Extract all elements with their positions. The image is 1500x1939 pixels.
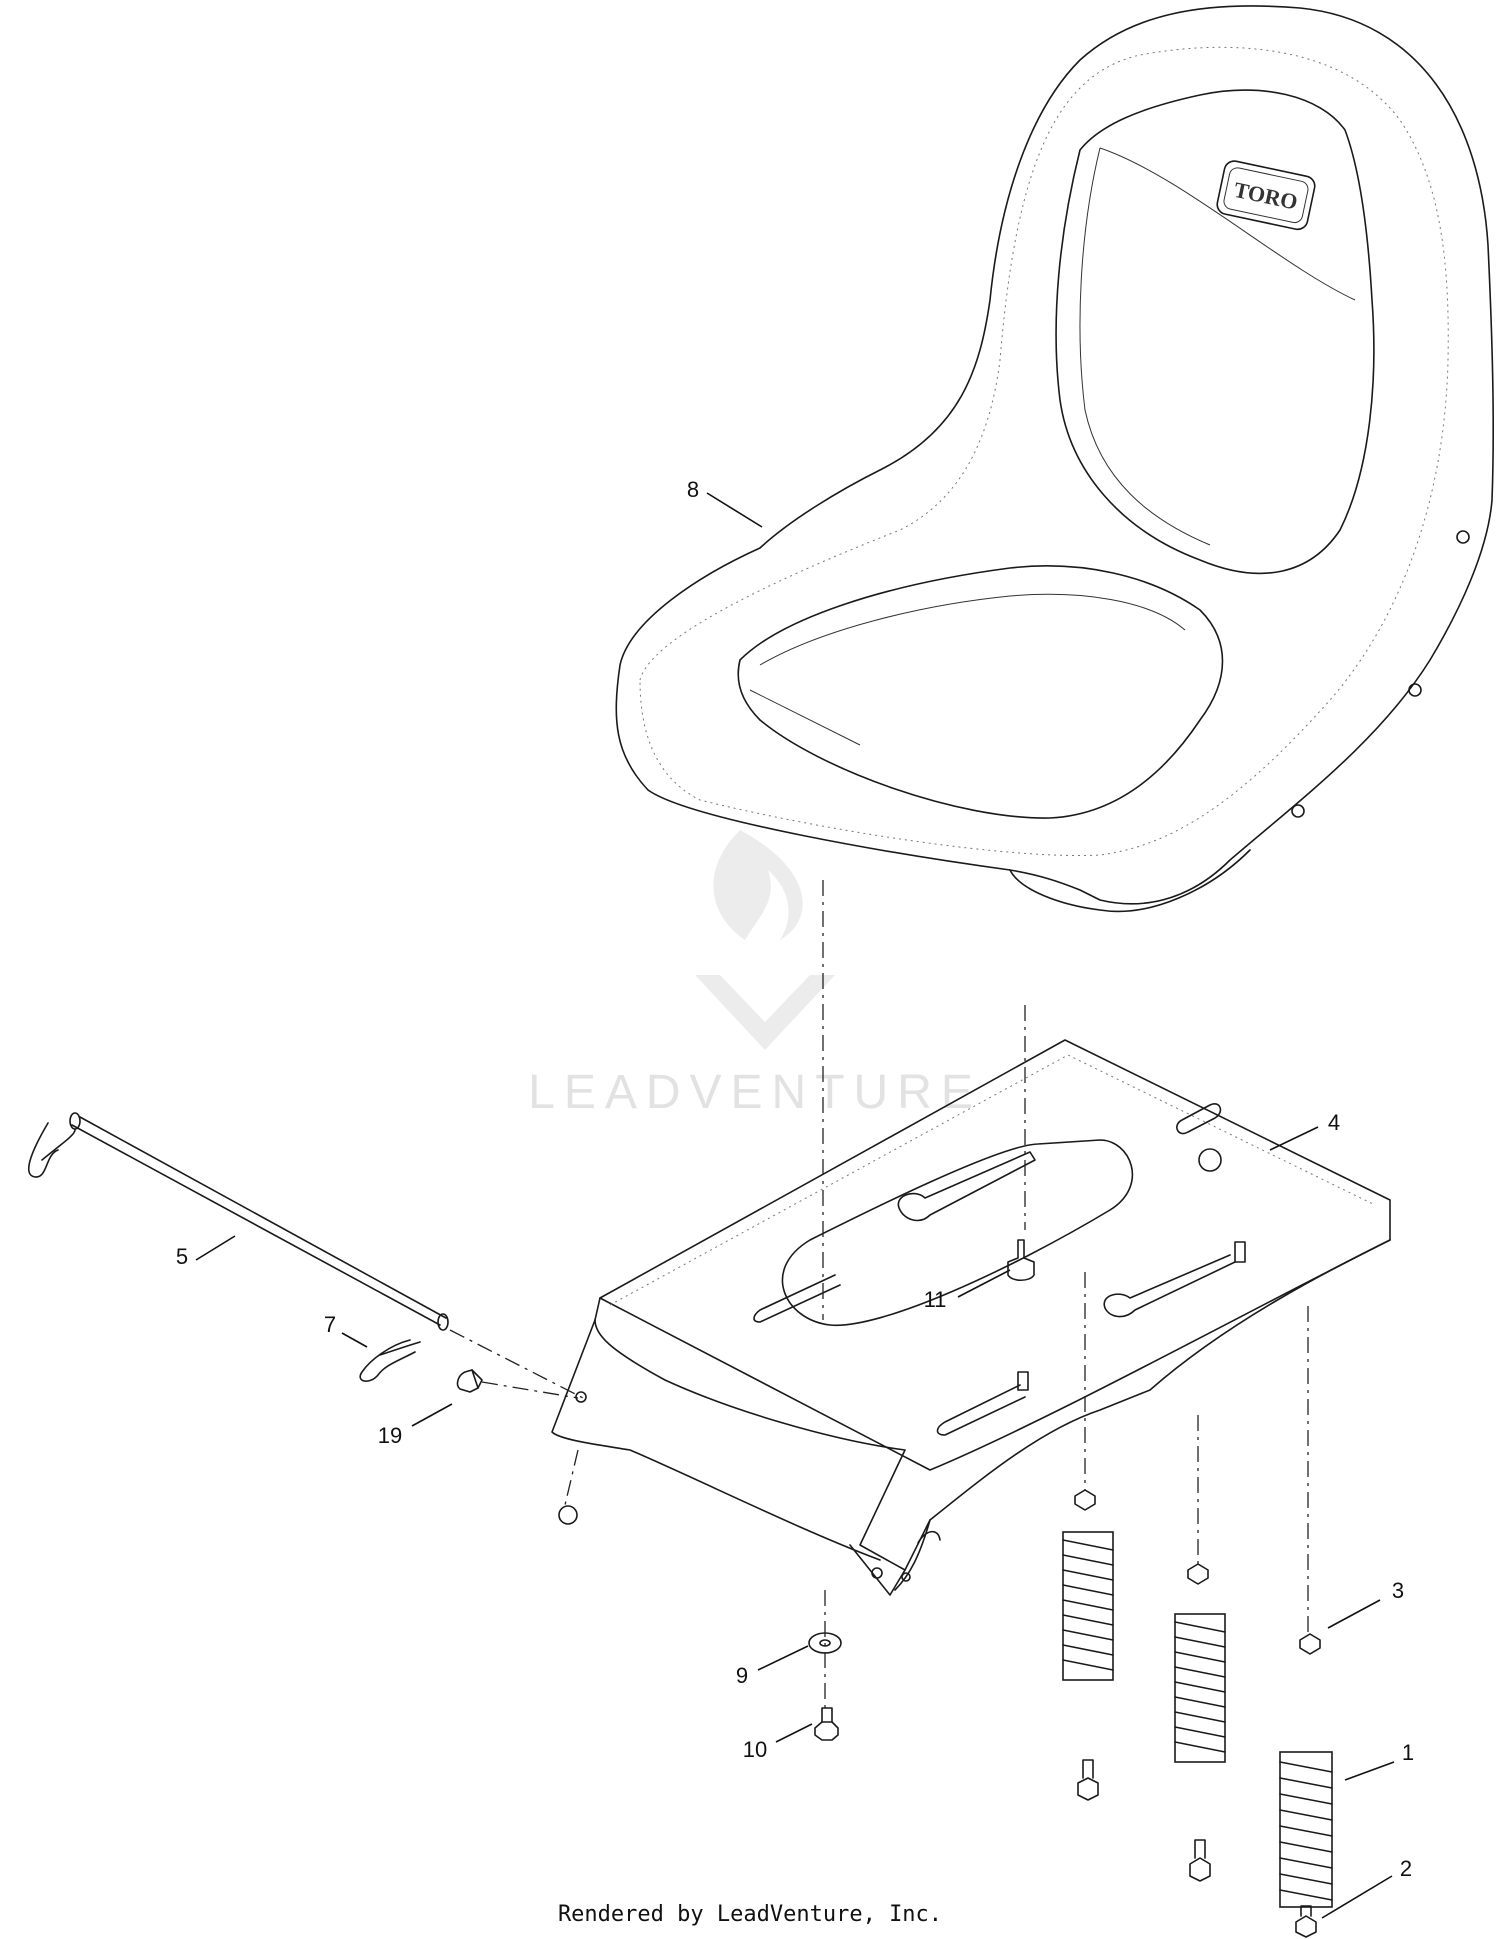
- callout-8: 8: [687, 477, 763, 528]
- spring-left: [1062, 1489, 1114, 1801]
- svg-text:7: 7: [324, 1312, 336, 1337]
- seat-mount-hole: [1408, 683, 1422, 697]
- svg-text:2: 2: [1400, 1856, 1412, 1881]
- seat-plate-part-4: [551, 1039, 1391, 1596]
- bolt-part-10: [814, 1707, 839, 1741]
- callout-5: 5: [176, 1235, 236, 1269]
- svg-text:10: 10: [743, 1737, 767, 1762]
- watermark-text: LEADVENTURE: [528, 1066, 982, 1119]
- watermark-chevron-icon: [695, 975, 835, 1050]
- callout-1: 1: [1344, 1740, 1414, 1781]
- spring-part-1: [1279, 1751, 1333, 1908]
- callout-9: 9: [736, 1645, 809, 1688]
- watermark-flame-icon: [713, 830, 803, 940]
- plate-hole: [871, 1567, 883, 1579]
- toro-logo-text: TORO: [1232, 177, 1300, 215]
- footer-credit: Rendered by LeadVenture, Inc.: [557, 1902, 943, 1927]
- clip-part-7: [359, 1339, 421, 1382]
- spring-middle: [1174, 1563, 1226, 1882]
- seat-mount-hole: [1456, 530, 1470, 544]
- seat-part-8: TORO: [615, 5, 1495, 913]
- callout-11: 11: [924, 1269, 1011, 1312]
- bolt-part-2: [1295, 1905, 1317, 1938]
- seat-mount-hole: [1291, 804, 1305, 818]
- toro-logo: TORO: [1216, 160, 1316, 231]
- assembly-lines: [449, 880, 1309, 1710]
- nut-part-3: [1299, 1633, 1321, 1655]
- plate-hole: [1198, 1148, 1222, 1172]
- callout-19: 19: [378, 1403, 453, 1448]
- plate-hole: [558, 1505, 578, 1525]
- svg-text:1: 1: [1402, 1740, 1414, 1765]
- callout-2: 2: [1321, 1856, 1412, 1919]
- svg-text:5: 5: [176, 1244, 188, 1269]
- svg-text:11: 11: [924, 1287, 947, 1312]
- callout-3: 3: [1327, 1578, 1404, 1629]
- callout-4: 4: [1269, 1110, 1340, 1151]
- callout-10: 10: [743, 1723, 813, 1762]
- callout-7: 7: [324, 1312, 368, 1348]
- plate-hole: [901, 1572, 911, 1582]
- svg-text:8: 8: [687, 477, 699, 502]
- bolt-part-11: [1007, 1239, 1035, 1282]
- svg-text:9: 9: [736, 1663, 748, 1688]
- screw-part-19: [456, 1369, 483, 1393]
- plate-hole: [575, 1391, 587, 1403]
- svg-text:4: 4: [1328, 1110, 1340, 1135]
- svg-text:3: 3: [1392, 1578, 1404, 1603]
- svg-text:19: 19: [378, 1423, 402, 1448]
- watermark: LEADVENTURE: [528, 830, 982, 1119]
- rod-part-5: [28, 1112, 449, 1331]
